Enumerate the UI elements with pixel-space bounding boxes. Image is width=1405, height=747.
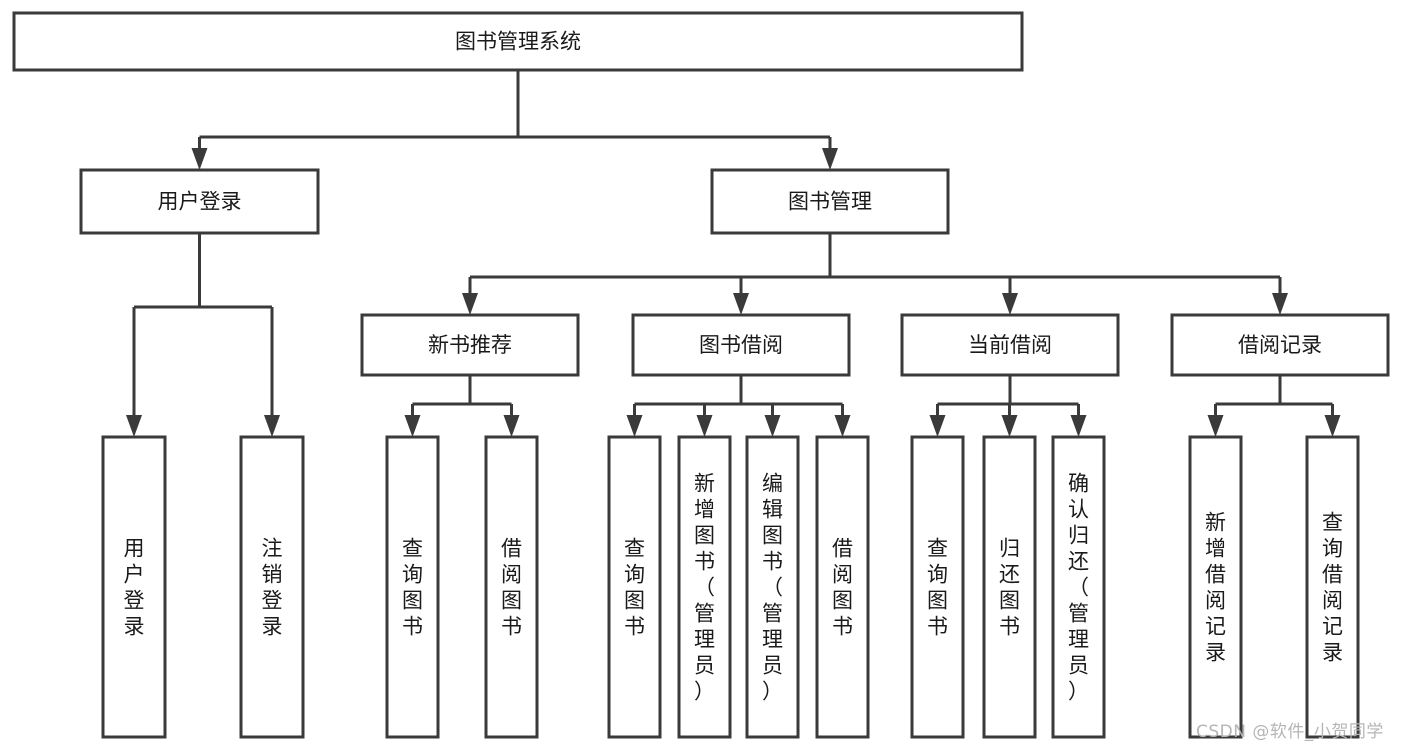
- arrow-head-l3-0-1: [503, 415, 520, 437]
- leaf-node-12-label: 查询借阅记录: [1322, 510, 1343, 664]
- arrow-head-l3-0-0: [404, 415, 421, 437]
- level3-node-0-label: 新书推荐: [428, 333, 512, 357]
- leaf-node-0-rect: [101, 435, 167, 739]
- arrow-head-l3-1-3: [834, 415, 851, 437]
- leaf-node-11-label: 新增借阅记录: [1205, 510, 1226, 664]
- leaf-node-7-rect: [815, 435, 870, 739]
- root-node-label: 图书管理系统: [455, 30, 581, 54]
- leaf-node-3-label: 借阅图书: [501, 536, 522, 638]
- leaf-node-4-label: 查询图书: [624, 536, 645, 638]
- leaf-node-12-rect: [1305, 435, 1360, 739]
- root-node-rect: [12, 11, 1024, 72]
- arrow-head-root-0: [191, 148, 208, 170]
- level3-node-3-rect: [1170, 313, 1390, 377]
- level2-node-1-rect: [710, 168, 950, 235]
- leaf-node-5-rect: [677, 435, 732, 739]
- arrow-head-l3-1-0: [626, 415, 643, 437]
- level2-node-0-rect: [79, 168, 320, 235]
- leaf-node-9-rect: [982, 435, 1037, 739]
- leaf-node-1[interactable]: 注销登录: [239, 435, 305, 739]
- arrow-head-books-1: [733, 293, 749, 315]
- leaf-node-5[interactable]: 新增图书（管理员）: [677, 435, 732, 739]
- leaf-node-2[interactable]: 查询图书: [385, 435, 440, 739]
- level3-node-3-label: 借阅记录: [1238, 333, 1322, 357]
- leaf-node-4[interactable]: 查询图书: [607, 435, 662, 739]
- leaf-node-5-label: 新增图书（管理员）: [694, 471, 715, 703]
- leaf-node-2-label: 查询图书: [402, 536, 423, 638]
- arrow-head-l3-3-1: [1324, 415, 1341, 437]
- level2-node-1-label: 图书管理: [788, 190, 872, 214]
- arrow-head-l3-2-1: [1001, 415, 1018, 437]
- arrow-head-l3-1-1: [696, 415, 713, 437]
- arrow-head-l3-2-2: [1070, 415, 1087, 437]
- arrow-head-l3-1-2: [764, 415, 781, 437]
- leaf-node-8-rect: [910, 435, 965, 739]
- leaf-node-11-rect: [1188, 435, 1243, 739]
- leaf-node-0[interactable]: 用户登录: [101, 435, 167, 739]
- arrow-head-l3-2-0: [929, 415, 946, 437]
- level3-node-1-label: 图书借阅: [699, 333, 783, 357]
- leaf-node-3[interactable]: 借阅图书: [484, 435, 539, 739]
- arrow-head-root-1: [822, 148, 838, 170]
- leaf-node-6-label: 编辑图书（管理员）: [762, 471, 783, 703]
- csdn-watermark: CSDN @软件_小贺同学: [1196, 722, 1384, 742]
- level2-node-1[interactable]: 图书管理: [710, 168, 950, 235]
- leaf-node-8[interactable]: 查询图书: [910, 435, 965, 739]
- leaf-node-10[interactable]: 确认归还（管理员）: [1051, 435, 1106, 739]
- leaf-node-10-label: 确认归还（管理员）: [1068, 471, 1089, 703]
- level3-node-1-rect: [631, 313, 851, 377]
- leaf-node-11[interactable]: 新增借阅记录: [1188, 435, 1243, 739]
- level3-node-2-label: 当前借阅: [968, 333, 1052, 357]
- leaf-node-7[interactable]: 借阅图书: [815, 435, 870, 739]
- level2-node-0-label: 用户登录: [158, 190, 242, 214]
- leaf-node-1-label: 注销登录: [262, 536, 283, 638]
- leaf-node-8-label: 查询图书: [927, 536, 948, 638]
- leaf-node-4-rect: [607, 435, 662, 739]
- leaf-node-10-rect: [1051, 435, 1106, 739]
- leaf-node-1-rect: [239, 435, 305, 739]
- arrow-head-l3-3-0: [1207, 415, 1224, 437]
- level3-node-1[interactable]: 图书借阅: [631, 313, 851, 377]
- level3-node-2-rect: [900, 313, 1120, 377]
- node-layer: 图书管理系统用户登录图书管理新书推荐图书借阅当前借阅借阅记录用户登录注销登录查询…: [12, 11, 1390, 739]
- level2-node-0[interactable]: 用户登录: [79, 168, 320, 235]
- leaf-node-0-label: 用户登录: [124, 536, 145, 638]
- leaf-node-9-label: 归还图书: [999, 536, 1020, 638]
- leaf-node-6[interactable]: 编辑图书（管理员）: [745, 435, 800, 739]
- arrow-head-books-3: [1272, 293, 1288, 315]
- leaf-node-9[interactable]: 归还图书: [982, 435, 1037, 739]
- root-node[interactable]: 图书管理系统: [12, 11, 1024, 72]
- leaf-node-12[interactable]: 查询借阅记录: [1305, 435, 1360, 739]
- level3-node-3[interactable]: 借阅记录: [1170, 313, 1390, 377]
- level3-node-0[interactable]: 新书推荐: [360, 313, 580, 377]
- arrow-head-books-0: [462, 293, 478, 315]
- level3-node-2[interactable]: 当前借阅: [900, 313, 1120, 377]
- leaf-node-6-rect: [745, 435, 800, 739]
- leaf-node-2-rect: [385, 435, 440, 739]
- connector-layer: [126, 70, 1341, 437]
- level3-node-0-rect: [360, 313, 580, 377]
- arrow-head-books-2: [1002, 293, 1018, 315]
- leaf-node-7-label: 借阅图书: [832, 536, 853, 638]
- leaf-node-3-rect: [484, 435, 539, 739]
- arrow-head-login-0: [126, 415, 142, 437]
- arrow-head-login-1: [264, 415, 280, 437]
